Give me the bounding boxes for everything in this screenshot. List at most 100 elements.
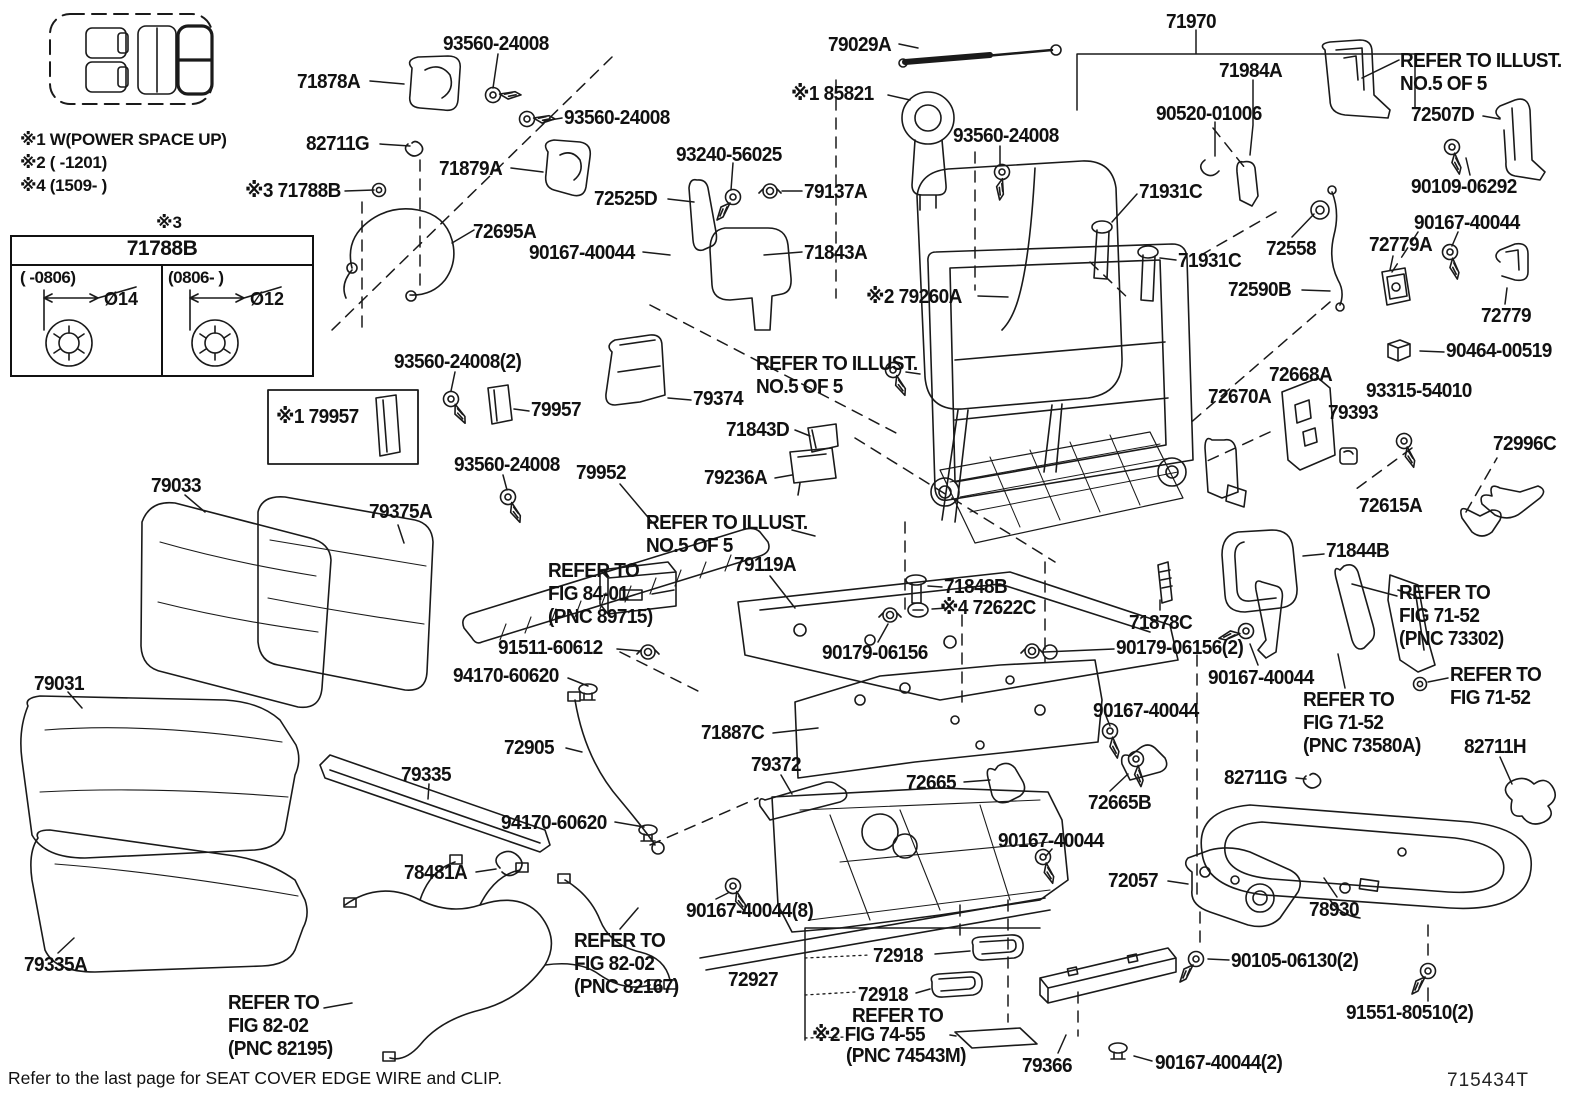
part-label: REFER TO [852,1005,944,1027]
part-label: ※2 FIG 74-55 [812,1024,926,1046]
part-label: 71843A [804,242,868,264]
part-label: 71878A [297,71,361,93]
part-label: 93315-54010 [1366,380,1472,402]
part-label: 71879A [439,158,503,180]
part-label: 94170-60620 [501,812,607,834]
part-label: 72668A [1269,364,1333,386]
part-label: 91511-60612 [498,637,603,659]
part-label: REFER TO FIG 82-02 (PNC 82167) [574,930,679,999]
part-label: 90167-40044 [1414,212,1520,234]
part-label: 90105-06130(2) [1231,950,1359,972]
part-label: 82711G [1224,767,1288,789]
part-label: 72665B [1088,792,1152,814]
part-label: 93560-24008 [953,125,1059,147]
part-label: 71848B [944,576,1008,598]
part-label: 71931C [1178,250,1242,272]
part-label: 72996C [1493,433,1557,455]
part-label: 90167-40044 [998,830,1104,852]
part-label: 79029A [828,34,892,56]
part-label: 72918 [858,984,909,1006]
legend-note-line: ※1 W(POWER SPACE UP) [20,130,227,149]
part-label: REFER TO ILLUST. NO.5 OF 5 [1400,50,1562,96]
part-label: REFER TO FIG 84-01 (PNC 89715) [548,560,653,629]
part-label: 79366 [1022,1055,1073,1077]
part-label: 79375A [369,501,433,523]
part-label: ※4 72622C [940,597,1036,619]
part-label: 90167-40044 [1208,667,1314,689]
part-label: 79393 [1328,402,1379,424]
part-label: ※1 85821 [791,83,874,105]
part-label: REFER TO FIG 71-52 [1450,664,1542,710]
part-label: 90109-06292 [1411,176,1517,198]
part-label: 71970 [1166,11,1217,33]
part-label: 93560-24008 [443,33,549,55]
part-label: 72057 [1108,870,1159,892]
part-label: 79952 [576,462,627,484]
part-label: 79374 [693,388,744,410]
part-label: 91551-80510(2) [1346,1002,1474,1024]
part-label: ※3 71788B [245,180,341,202]
legend-notes: ※1 W(POWER SPACE UP) ※2 ( -1201) ※4 (1509-… [20,128,227,197]
part-label: 72905 [504,737,555,759]
part-label: 71843D [726,419,790,441]
part-label: 79372 [751,754,802,776]
grommet-table: ※3 71788B ( -0806) (0806- ) Ø14 Ø12 [10,213,314,377]
part-label: 72590B [1228,279,1292,301]
part-label: 72695A [473,221,537,243]
part-label: 79119A [734,554,797,576]
part-label: 90167-40044(2) [1155,1052,1283,1074]
part-label: 93560-24008 [564,107,670,129]
part-label: 72670A [1208,386,1272,408]
part-label: 79137A [804,181,868,203]
part-label: 71931C [1139,181,1203,203]
footer-note: Refer to the last page for SEAT COVER ED… [8,1068,503,1088]
part-label: 71844B [1326,540,1390,562]
part-label: REFER TO ILLUST. NO.5 OF 5 [756,353,918,399]
part-label: 71887C [701,722,765,744]
part-label: REFER TO FIG 71-52 (PNC 73302) [1399,582,1504,651]
part-label: 90167-40044 [1093,700,1199,722]
part-label: 90179-06156(2) [1116,637,1244,659]
part-label: 82711H [1464,736,1527,758]
part-label: 72507D [1411,104,1475,126]
table-diameter-early: Ø14 [104,289,139,309]
part-label: 82711G [306,133,370,155]
part-label: 79033 [151,475,202,497]
part-label: 93560-24008 [454,454,560,476]
part-label: 71984A [1219,60,1283,82]
part-label: REFER TO FIG 71-52 (PNC 73580A) [1303,689,1421,758]
table-divider [161,264,163,375]
part-label: 90464-00519 [1446,340,1552,362]
table-part-number: 71788B [12,237,312,266]
part-label: 90167-40044(8) [686,900,814,922]
part-label: 93560-24008(2) [394,351,522,373]
part-label: 72918 [873,945,924,967]
table-range-early: ( -0806) [20,268,76,287]
part-label: 90520-01006 [1156,103,1262,125]
diagram-id: 715434T [1447,1070,1530,1091]
part-label: ※1 79957 [276,406,359,428]
table-diameter-late: Ø12 [250,289,285,309]
legend-note-line: ※2 ( -1201) [20,153,107,172]
part-label: (PNC 74543M) [846,1045,966,1067]
part-label: 79957 [531,399,582,421]
part-label: ※2 79260A [866,286,962,308]
part-label: 72558 [1266,238,1317,260]
part-label: 93240-56025 [676,144,782,166]
legend-note-line: ※4 (1509- ) [20,176,107,195]
part-label: 72525D [594,188,658,210]
part-label: 72927 [728,969,779,991]
part-label: 79031 [34,673,85,695]
part-label: 78481A [404,862,468,884]
part-label: 78930 [1309,899,1360,921]
table-marker: ※3 [156,213,182,232]
part-label: 79236A [704,467,768,489]
part-label: 72779A [1369,234,1433,256]
part-label: 79335A [24,954,88,976]
part-label: 79335 [401,764,452,786]
part-label: REFER TO ILLUST. NO.5 OF 5 [646,512,808,558]
part-label: 94170-60620 [453,665,559,687]
part-label: REFER TO FIG 82-02 (PNC 82195) [228,992,333,1061]
